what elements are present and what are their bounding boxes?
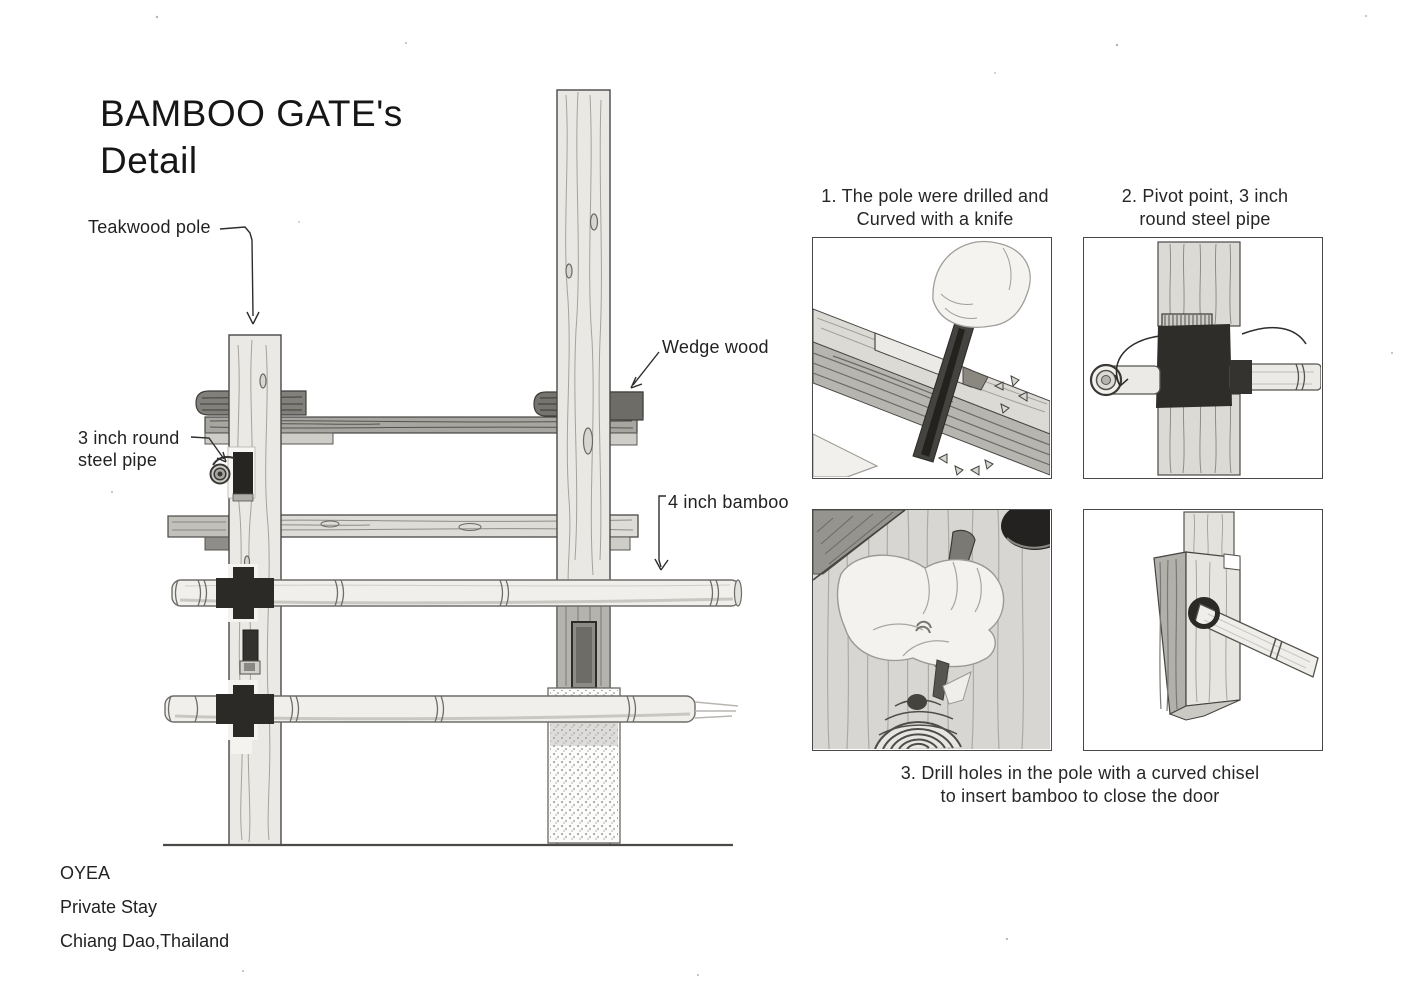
label-4-inch-bamboo: 4 inch bamboo (668, 492, 789, 512)
steel-pipe-detail (209, 446, 256, 502)
bamboo-rail-2 (164, 680, 739, 754)
wood-shavings (874, 694, 962, 749)
rotation-arrows (1114, 326, 1307, 387)
panel-4-illustration (1153, 511, 1319, 721)
panel-4-bamboo-in-post (1083, 509, 1323, 751)
bamboo-arrow (658, 495, 666, 568)
wood-chips (937, 375, 1028, 476)
left-pole-mortises (239, 629, 261, 675)
panel-2-pivot-point (1083, 237, 1323, 479)
footer-location: Chiang Dao,Thailand (60, 931, 230, 951)
hand (932, 240, 1031, 328)
panel-1-knife-carving (812, 237, 1052, 479)
post-side-face (1153, 551, 1187, 715)
paper-specks (111, 15, 1393, 976)
steel-pipe-arrow (190, 436, 225, 460)
mallet-head (1001, 510, 1050, 550)
finger-ring (915, 620, 932, 634)
panel-2-illustration (1089, 241, 1321, 476)
teakwood-pole-arrow (219, 226, 254, 317)
panel-3-illustration (813, 510, 1050, 749)
footer-name: OYEA (60, 863, 111, 883)
rail2-left-stub (167, 515, 230, 538)
bamboo-rail-1 (171, 564, 743, 622)
footer-credits: OYEA Private Stay Chiang Dao,Thailand (60, 862, 229, 964)
label-steel-pipe: 3 inch round steel pipe (78, 428, 180, 470)
panel-3-chisel-drilling (812, 509, 1052, 751)
label-wedge-wood: Wedge wood (662, 337, 769, 357)
post-notch (1223, 553, 1241, 571)
footer-subtitle: Private Stay (60, 897, 158, 917)
panel-1-illustration (813, 240, 1050, 477)
hand (836, 554, 1005, 668)
wedge-wood-arrow (632, 351, 660, 386)
steel-pipe-block (1156, 324, 1232, 408)
label-teakwood-pole: Teakwood pole (88, 217, 211, 237)
step-3-caption: 3. Drill holes in the pole with a curved… (900, 763, 1260, 806)
page-title: BAMBOO GATE's Detail (100, 93, 403, 181)
